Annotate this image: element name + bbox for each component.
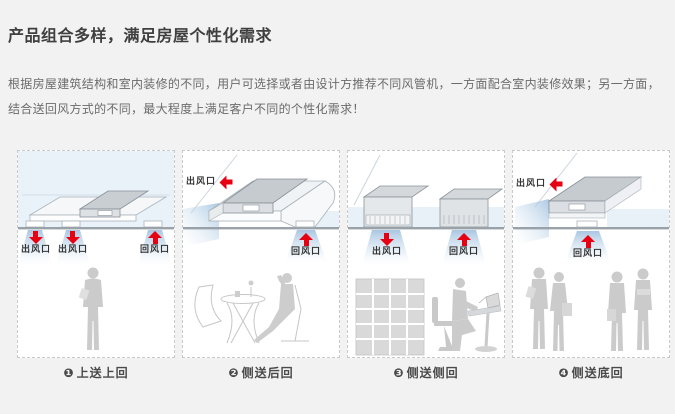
airflow-cone — [442, 230, 486, 265]
duct-unit — [547, 176, 643, 219]
airflow-cone — [285, 230, 327, 263]
outlet-vent: 出风口 — [516, 178, 563, 191]
return-vent: 回风口 — [442, 233, 486, 258]
caption-number: ❹ — [558, 366, 570, 380]
outlet-vent: 出风口 — [365, 233, 409, 258]
airflow-left-icon — [550, 178, 563, 192]
seated-person-silhouette — [235, 273, 295, 343]
vent-label: 回风口 — [448, 247, 479, 257]
ceiling-line — [348, 227, 504, 230]
ceiling-line — [513, 227, 669, 230]
people-group-silhouette — [525, 267, 652, 351]
airflow-cone — [138, 230, 172, 265]
caption-number: ❶ — [63, 366, 75, 380]
airflow-cone — [515, 199, 549, 245]
return-vent: 回风口 — [137, 231, 173, 256]
table-and-chairs — [194, 284, 309, 344]
page-title: 产品组合多样，满足房屋个性化需求 — [8, 26, 273, 45]
person-silhouette — [78, 267, 103, 350]
caption-text: 上送上回 — [76, 366, 129, 380]
caption-number: ❷ — [228, 366, 240, 380]
desk-person-silhouette — [432, 278, 502, 352]
diagram-box-2: 出风口 回风口 — [182, 150, 340, 358]
vent-label: 回风口 — [290, 247, 321, 257]
caption-text: 侧送侧回 — [406, 366, 459, 380]
outlet-vent: 出风口 — [55, 231, 91, 256]
ceiling-line — [18, 227, 174, 230]
airflow-down-icon — [380, 233, 394, 246]
airflow-up-icon — [299, 233, 313, 246]
airflow-up-icon — [148, 231, 162, 244]
vent-label: 回风口 — [572, 249, 603, 259]
bookshelf — [355, 278, 425, 356]
return-vent: 回风口 — [288, 233, 324, 258]
diagram-box-4: 出风口 回风口 — [512, 150, 670, 358]
vent-label: 出风口 — [186, 177, 217, 187]
vent-label: 出风口 — [57, 245, 88, 255]
outlet-vent: 出风口 — [186, 176, 233, 189]
duct-unit — [438, 188, 504, 228]
airflow-cone — [56, 230, 90, 265]
diagram-box-1: 出风口 出风口 回风口 — [17, 150, 175, 358]
airflow-left-icon — [220, 176, 233, 190]
diagram-illustration-3 — [348, 154, 504, 356]
return-vent: 回风口 — [570, 235, 606, 260]
ceiling-line — [183, 227, 339, 230]
airflow-up-icon — [581, 235, 595, 248]
diagram-box-3: 出风口 回风口 — [347, 150, 505, 358]
caption-text: 侧送后回 — [241, 366, 294, 380]
intro-text: 根据房屋建筑结构和室内装修的不同，用户可选择或者由设计方推荐不同风管机，一方面配… — [8, 77, 660, 116]
diagram-illustration-4 — [513, 152, 669, 351]
airflow-up-icon — [457, 233, 471, 246]
duct-unit — [208, 178, 309, 222]
vent-label: 出风口 — [371, 247, 402, 257]
vent-label: 回风口 — [139, 245, 170, 255]
vent-label: 出风口 — [20, 245, 51, 255]
airflow-cone — [362, 230, 410, 265]
diagram-illustration-1 — [18, 151, 174, 350]
caption-number: ❸ — [393, 366, 405, 380]
caption-text: 侧送底回 — [571, 366, 624, 380]
airflow-down-icon — [29, 231, 43, 244]
vent-label: 出风口 — [516, 179, 547, 189]
outlet-vent: 出风口 — [18, 231, 54, 256]
airflow-cone — [18, 230, 52, 265]
diagram-illustration-2 — [183, 154, 339, 344]
airflow-down-icon — [66, 231, 80, 244]
duct-unit — [78, 190, 150, 218]
